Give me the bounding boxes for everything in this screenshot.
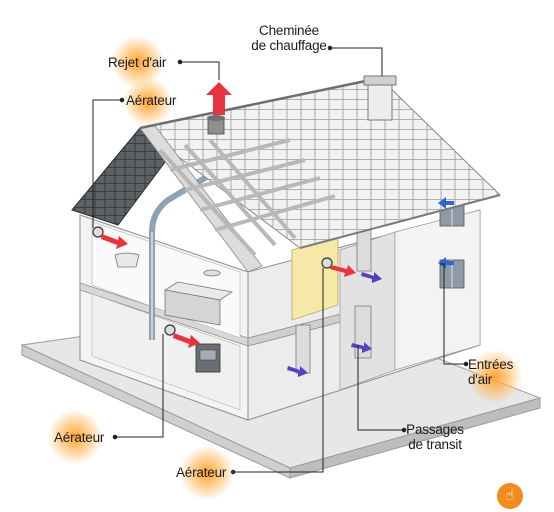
aerator-arrow-bottom: [330, 265, 356, 277]
leader-lines: [92, 45, 469, 475]
leader-transit: [357, 345, 404, 431]
glow-inlets: [468, 350, 522, 404]
roof-chimney: [363, 75, 397, 121]
glow-aerator-top: [124, 78, 172, 126]
label-aerator-bottom: Aérateur: [176, 465, 227, 480]
leader-aerator-bottom: [233, 268, 324, 473]
aerator-vents: [92, 226, 333, 336]
label-aerator-top: Aérateur: [126, 93, 177, 108]
label-aerator-left: Aérateur: [54, 430, 105, 445]
exhaust-arrow: [206, 82, 232, 115]
chimney-duct-block: [291, 235, 339, 321]
glow-aerator-left: [48, 410, 102, 464]
extraction-arrows: [101, 82, 356, 348]
leader-aerator-top: [92, 99, 122, 228]
aerator-arrow-top: [101, 234, 128, 249]
leader-aerator-left: [115, 334, 164, 438]
leader-exhaust: [180, 61, 220, 80]
leader-inlets: [440, 263, 466, 365]
transit-arrows: [287, 272, 382, 377]
roof: [71, 76, 501, 273]
glow-aerator-bottom: [180, 446, 234, 500]
aerator-arrow-left: [173, 333, 200, 348]
ventilation-duct: [149, 135, 218, 340]
hand-pointer-icon[interactable]: ☝: [497, 483, 523, 509]
inlet-arrows: [438, 197, 454, 269]
label-exhaust: Rejet d'air: [108, 55, 167, 70]
kitchen-equipment: [114, 252, 234, 373]
leader-chimney: [330, 47, 383, 76]
